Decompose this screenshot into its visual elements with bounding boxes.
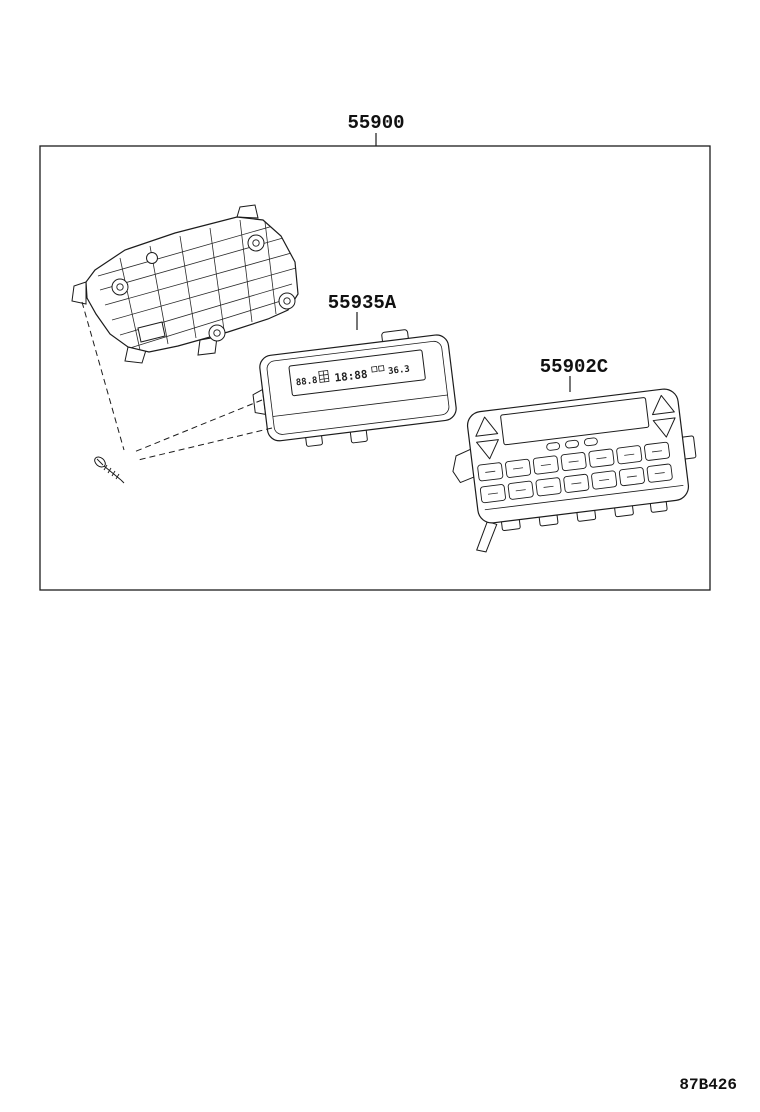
dashed-leader bbox=[133, 399, 263, 453]
screw-tip bbox=[120, 479, 125, 484]
assembly-bounding-box bbox=[39, 145, 711, 591]
temp-up-button-right bbox=[652, 394, 675, 416]
dashed-leader bbox=[81, 301, 125, 451]
small-oval-button bbox=[546, 442, 561, 451]
control-display-window bbox=[500, 397, 650, 446]
control-panel-bottom-tabs bbox=[501, 500, 668, 532]
control-panel-label: 55902C bbox=[540, 356, 608, 378]
grid-line bbox=[119, 257, 141, 351]
control-panel-part bbox=[452, 388, 697, 553]
grid-line bbox=[129, 299, 285, 349]
button-icon bbox=[599, 478, 610, 482]
screw-slot bbox=[96, 458, 104, 466]
figure-code: 87B426 bbox=[679, 1076, 737, 1094]
mode-dot bbox=[371, 366, 378, 373]
housing-screw-bosses bbox=[111, 234, 296, 342]
grid-line bbox=[97, 223, 281, 277]
grid-line bbox=[264, 221, 277, 315]
temp-down-button-right bbox=[652, 417, 676, 438]
screw-boss-hole bbox=[116, 283, 124, 291]
temp-down-button-left bbox=[476, 439, 499, 460]
button-icon bbox=[654, 472, 665, 475]
assembly-dashed-lines bbox=[81, 301, 273, 461]
lcd-left-temp: 88.8 bbox=[295, 376, 318, 389]
temp-up-button-left bbox=[475, 416, 499, 437]
housing-outline bbox=[85, 216, 299, 353]
segment-block-icon bbox=[318, 370, 330, 383]
housing-connector-opening bbox=[137, 321, 166, 343]
display-panel-bezel bbox=[266, 340, 450, 435]
small-oval-button bbox=[565, 439, 579, 449]
button-icon bbox=[543, 485, 554, 488]
housing-left-tab bbox=[71, 281, 87, 305]
screw-boss-hole bbox=[283, 297, 291, 305]
control-button-row-2 bbox=[479, 463, 673, 504]
lcd-window bbox=[288, 349, 426, 397]
button-icon bbox=[624, 453, 635, 456]
screw bbox=[94, 456, 125, 484]
control-panel-bottom-prong bbox=[476, 520, 498, 553]
button-icon bbox=[571, 482, 582, 485]
screw-boss bbox=[247, 234, 265, 252]
lcd-clock: 18:88 bbox=[334, 368, 368, 385]
assembly-label: 55900 bbox=[347, 112, 404, 134]
button-icon bbox=[652, 450, 663, 453]
screw-shaft bbox=[103, 465, 122, 481]
button-icon bbox=[540, 463, 551, 466]
button-icon-marks bbox=[487, 472, 665, 495]
screw-thread bbox=[103, 464, 108, 471]
mode-dot-icons bbox=[371, 365, 385, 373]
screw-thread bbox=[107, 467, 112, 474]
mode-dot bbox=[378, 365, 385, 372]
grid-line bbox=[179, 235, 197, 339]
grid-line bbox=[239, 219, 253, 323]
button-icon bbox=[596, 457, 607, 460]
button-icon bbox=[487, 492, 498, 495]
control-panel-crease bbox=[484, 484, 684, 511]
rear-housing-part bbox=[71, 204, 299, 364]
button-icon bbox=[626, 475, 637, 478]
button-icon bbox=[568, 460, 579, 463]
screw-thread bbox=[115, 473, 120, 480]
lcd-right-temp: 36.3 bbox=[388, 364, 411, 377]
screw-threads bbox=[103, 464, 120, 480]
screw-thread bbox=[111, 470, 116, 477]
grid-line bbox=[209, 227, 225, 331]
display-panel-label: 55935A bbox=[328, 292, 397, 314]
small-oval-button bbox=[583, 437, 598, 447]
button-icon-marks bbox=[485, 450, 663, 473]
button-icon bbox=[485, 470, 496, 473]
display-panel-crease bbox=[272, 394, 448, 417]
screw-boss bbox=[111, 278, 129, 296]
segment-block-line bbox=[322, 370, 325, 382]
grid-line bbox=[104, 251, 296, 306]
screw-boss-hole bbox=[213, 329, 221, 337]
grid-line bbox=[111, 267, 297, 321]
control-button-row-1 bbox=[477, 441, 671, 482]
button-icon bbox=[513, 467, 524, 470]
button-icon bbox=[515, 489, 526, 492]
display-panel-part: 88.8 18:88 36.3 bbox=[252, 329, 457, 447]
screw-boss-hole bbox=[252, 239, 260, 247]
dashed-leader bbox=[137, 427, 273, 461]
screw-boss bbox=[146, 252, 158, 264]
screw-boss bbox=[208, 324, 226, 342]
housing-top-tab bbox=[236, 204, 259, 219]
screw-boss bbox=[278, 292, 296, 310]
